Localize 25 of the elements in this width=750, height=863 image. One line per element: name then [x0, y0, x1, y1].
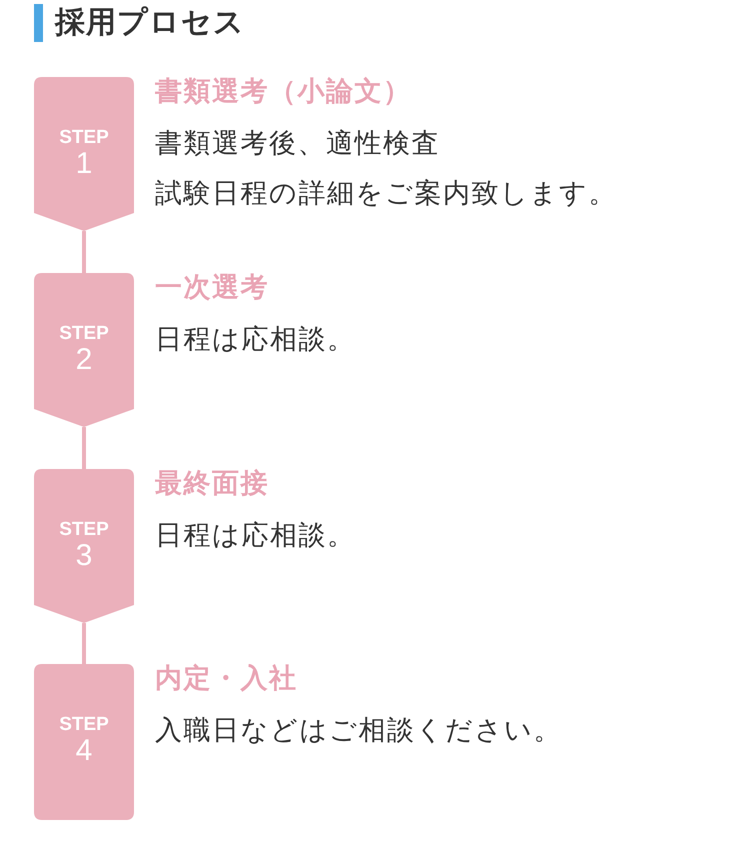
connector-line	[82, 231, 86, 273]
step-label: STEP	[59, 127, 109, 149]
step-description: 入職日などはご相談ください。	[155, 714, 562, 748]
step-number: 1	[76, 148, 92, 180]
title: 採用プロセス	[55, 4, 245, 42]
step-number: 2	[76, 344, 92, 376]
step-badge	[34, 273, 134, 427]
connector-line	[82, 427, 86, 469]
step-description: 試験日程の詳細をご案内致します。	[155, 177, 617, 211]
step-description: 日程は応相談。	[155, 323, 356, 357]
step-title: 内定・入社	[155, 662, 298, 696]
step-label: STEP	[59, 519, 109, 541]
step-description: 日程は応相談。	[155, 519, 356, 553]
step-label: STEP	[59, 714, 109, 736]
step-title: 書類選考（小論文）	[155, 75, 412, 109]
step-title: 最終面接	[155, 467, 269, 501]
step-badge	[34, 664, 134, 820]
step-title: 一次選考	[155, 271, 269, 305]
step-number: 3	[76, 540, 92, 572]
step-number: 4	[76, 735, 92, 767]
connector-line	[82, 623, 86, 664]
step-description: 書類選考後、適性検査	[155, 127, 440, 161]
step-label: STEP	[59, 323, 109, 345]
step-badge	[34, 469, 134, 623]
step-badge	[34, 77, 134, 231]
